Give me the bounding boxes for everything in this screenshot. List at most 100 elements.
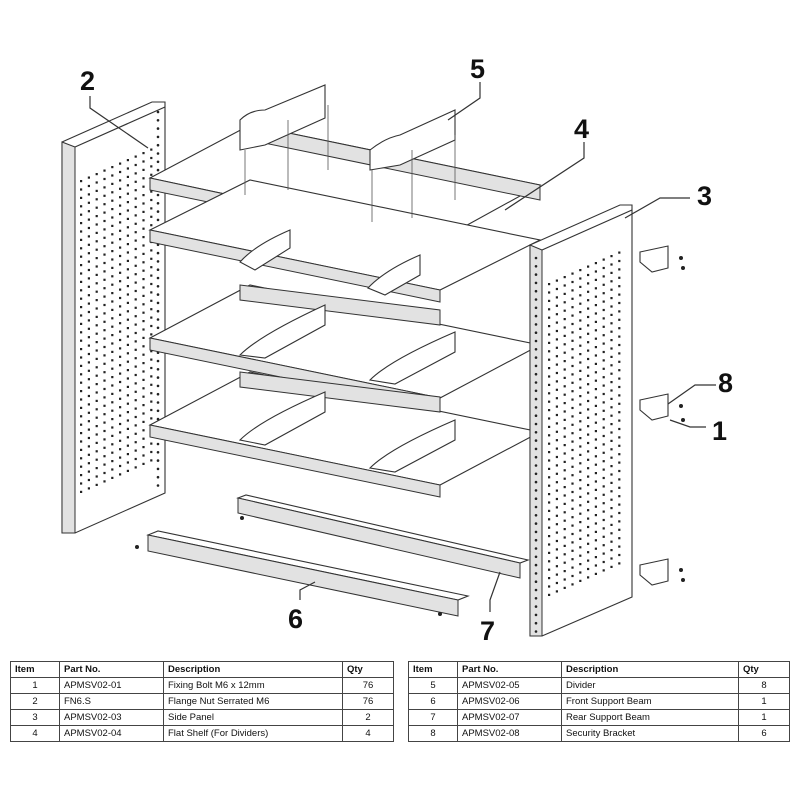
perforation-hole	[602, 283, 605, 286]
cell-qty: 6	[738, 725, 790, 742]
perforation-hole	[610, 465, 613, 468]
cell-part-no: FN6.S	[59, 693, 164, 710]
perforation-hole	[610, 523, 613, 526]
perforation-hole	[111, 468, 114, 471]
perforation-hole	[87, 319, 90, 322]
perforation-hole	[119, 212, 122, 216]
perforation-hole	[103, 320, 106, 323]
perforation-hole	[95, 240, 98, 243]
perforation-hole	[142, 345, 145, 348]
perforation-hole	[563, 578, 566, 581]
perforation-hole	[134, 415, 137, 419]
perforation-hole	[150, 173, 153, 176]
perforation-hole	[587, 399, 590, 403]
perforation-hole	[587, 458, 590, 461]
perforation-hole	[587, 273, 590, 277]
perforation-hole	[571, 482, 574, 485]
perforation-hole	[103, 211, 106, 214]
perforation-hole	[87, 478, 90, 482]
perforation-hole	[579, 369, 582, 372]
perforation-hole	[134, 323, 137, 326]
upright-hole	[534, 497, 538, 501]
perforation-hole	[618, 486, 621, 489]
perforation-hole	[618, 528, 621, 531]
perforation-hole	[602, 334, 605, 337]
perforation-hole	[95, 441, 98, 444]
perforation-hole	[571, 558, 574, 561]
perforation-hole	[618, 327, 621, 330]
perforation-hole	[602, 426, 605, 429]
upright-hole	[534, 514, 538, 517]
perforation-hole	[548, 308, 551, 311]
cell-part-no: APMSV02-01	[59, 677, 164, 694]
perforation-hole	[602, 359, 605, 362]
perforation-hole	[103, 270, 106, 273]
upright-hole	[534, 348, 538, 351]
perforation-hole	[142, 437, 145, 440]
perforation-hole	[563, 528, 566, 531]
cell-description: Flat Shelf (For Dividers)	[163, 725, 343, 742]
perforation-hole	[142, 353, 145, 356]
perforation-hole	[548, 350, 551, 353]
perforation-hole	[571, 566, 574, 569]
perforation-hole	[80, 280, 83, 283]
table-header-row: Item Part No. Description Qty	[10, 661, 394, 678]
perforation-hole	[618, 352, 621, 355]
perforation-hole	[571, 280, 574, 284]
perforation-hole	[142, 395, 145, 398]
fixing-bolts	[244, 105, 456, 222]
perforation-hole	[602, 308, 605, 312]
perforation-hole	[587, 315, 590, 319]
perforation-hole	[87, 310, 90, 314]
perforation-hole	[579, 285, 582, 288]
perforation-hole	[563, 570, 566, 573]
perforation-hole	[126, 251, 129, 254]
perforation-hole	[555, 481, 558, 484]
perforation-hole	[594, 379, 597, 382]
upright-hole	[534, 621, 538, 625]
perforation-hole	[150, 366, 153, 370]
perforation-hole	[142, 454, 145, 457]
perforation-hole	[555, 287, 558, 291]
perforation-hole	[555, 573, 558, 576]
perforation-hole	[618, 285, 621, 288]
perforation-hole	[95, 332, 98, 335]
perforation-hole	[587, 567, 590, 571]
perforation-hole	[119, 322, 122, 325]
upright-hole	[534, 547, 538, 550]
perforation-hole	[579, 428, 582, 431]
callout-2: 2	[80, 66, 95, 96]
perforation-hole	[571, 322, 574, 326]
perforation-hole	[126, 453, 129, 456]
perforation-hole	[587, 534, 590, 537]
perforation-hole	[95, 467, 98, 470]
perforation-hole	[571, 541, 574, 544]
perforation-hole	[126, 268, 129, 271]
perforation-hole	[95, 181, 98, 184]
perforation-hole	[87, 428, 90, 431]
upright-hole	[156, 368, 160, 371]
perforation-hole	[602, 367, 605, 370]
perforation-hole	[142, 160, 145, 163]
perforation-hole	[126, 167, 129, 170]
perforation-hole	[618, 461, 621, 464]
header-description: Description	[561, 661, 739, 678]
upright-hole	[534, 273, 538, 276]
perforation-hole	[103, 396, 106, 399]
cell-item: 5	[408, 677, 458, 694]
perforation-hole	[134, 357, 137, 360]
perforation-hole	[119, 246, 122, 249]
perforation-hole	[119, 473, 122, 476]
exploded-assembly-diagram: 2 5 4 3 8 1 6 7	[61, 54, 733, 646]
upright-hole	[534, 580, 538, 583]
perforation-hole	[119, 406, 122, 409]
perforation-hole	[548, 484, 551, 487]
perforation-hole	[87, 386, 90, 389]
perforation-hole	[119, 313, 122, 316]
perforation-hole	[563, 586, 566, 589]
perforation-hole	[87, 235, 90, 238]
perforation-hole	[571, 465, 574, 468]
